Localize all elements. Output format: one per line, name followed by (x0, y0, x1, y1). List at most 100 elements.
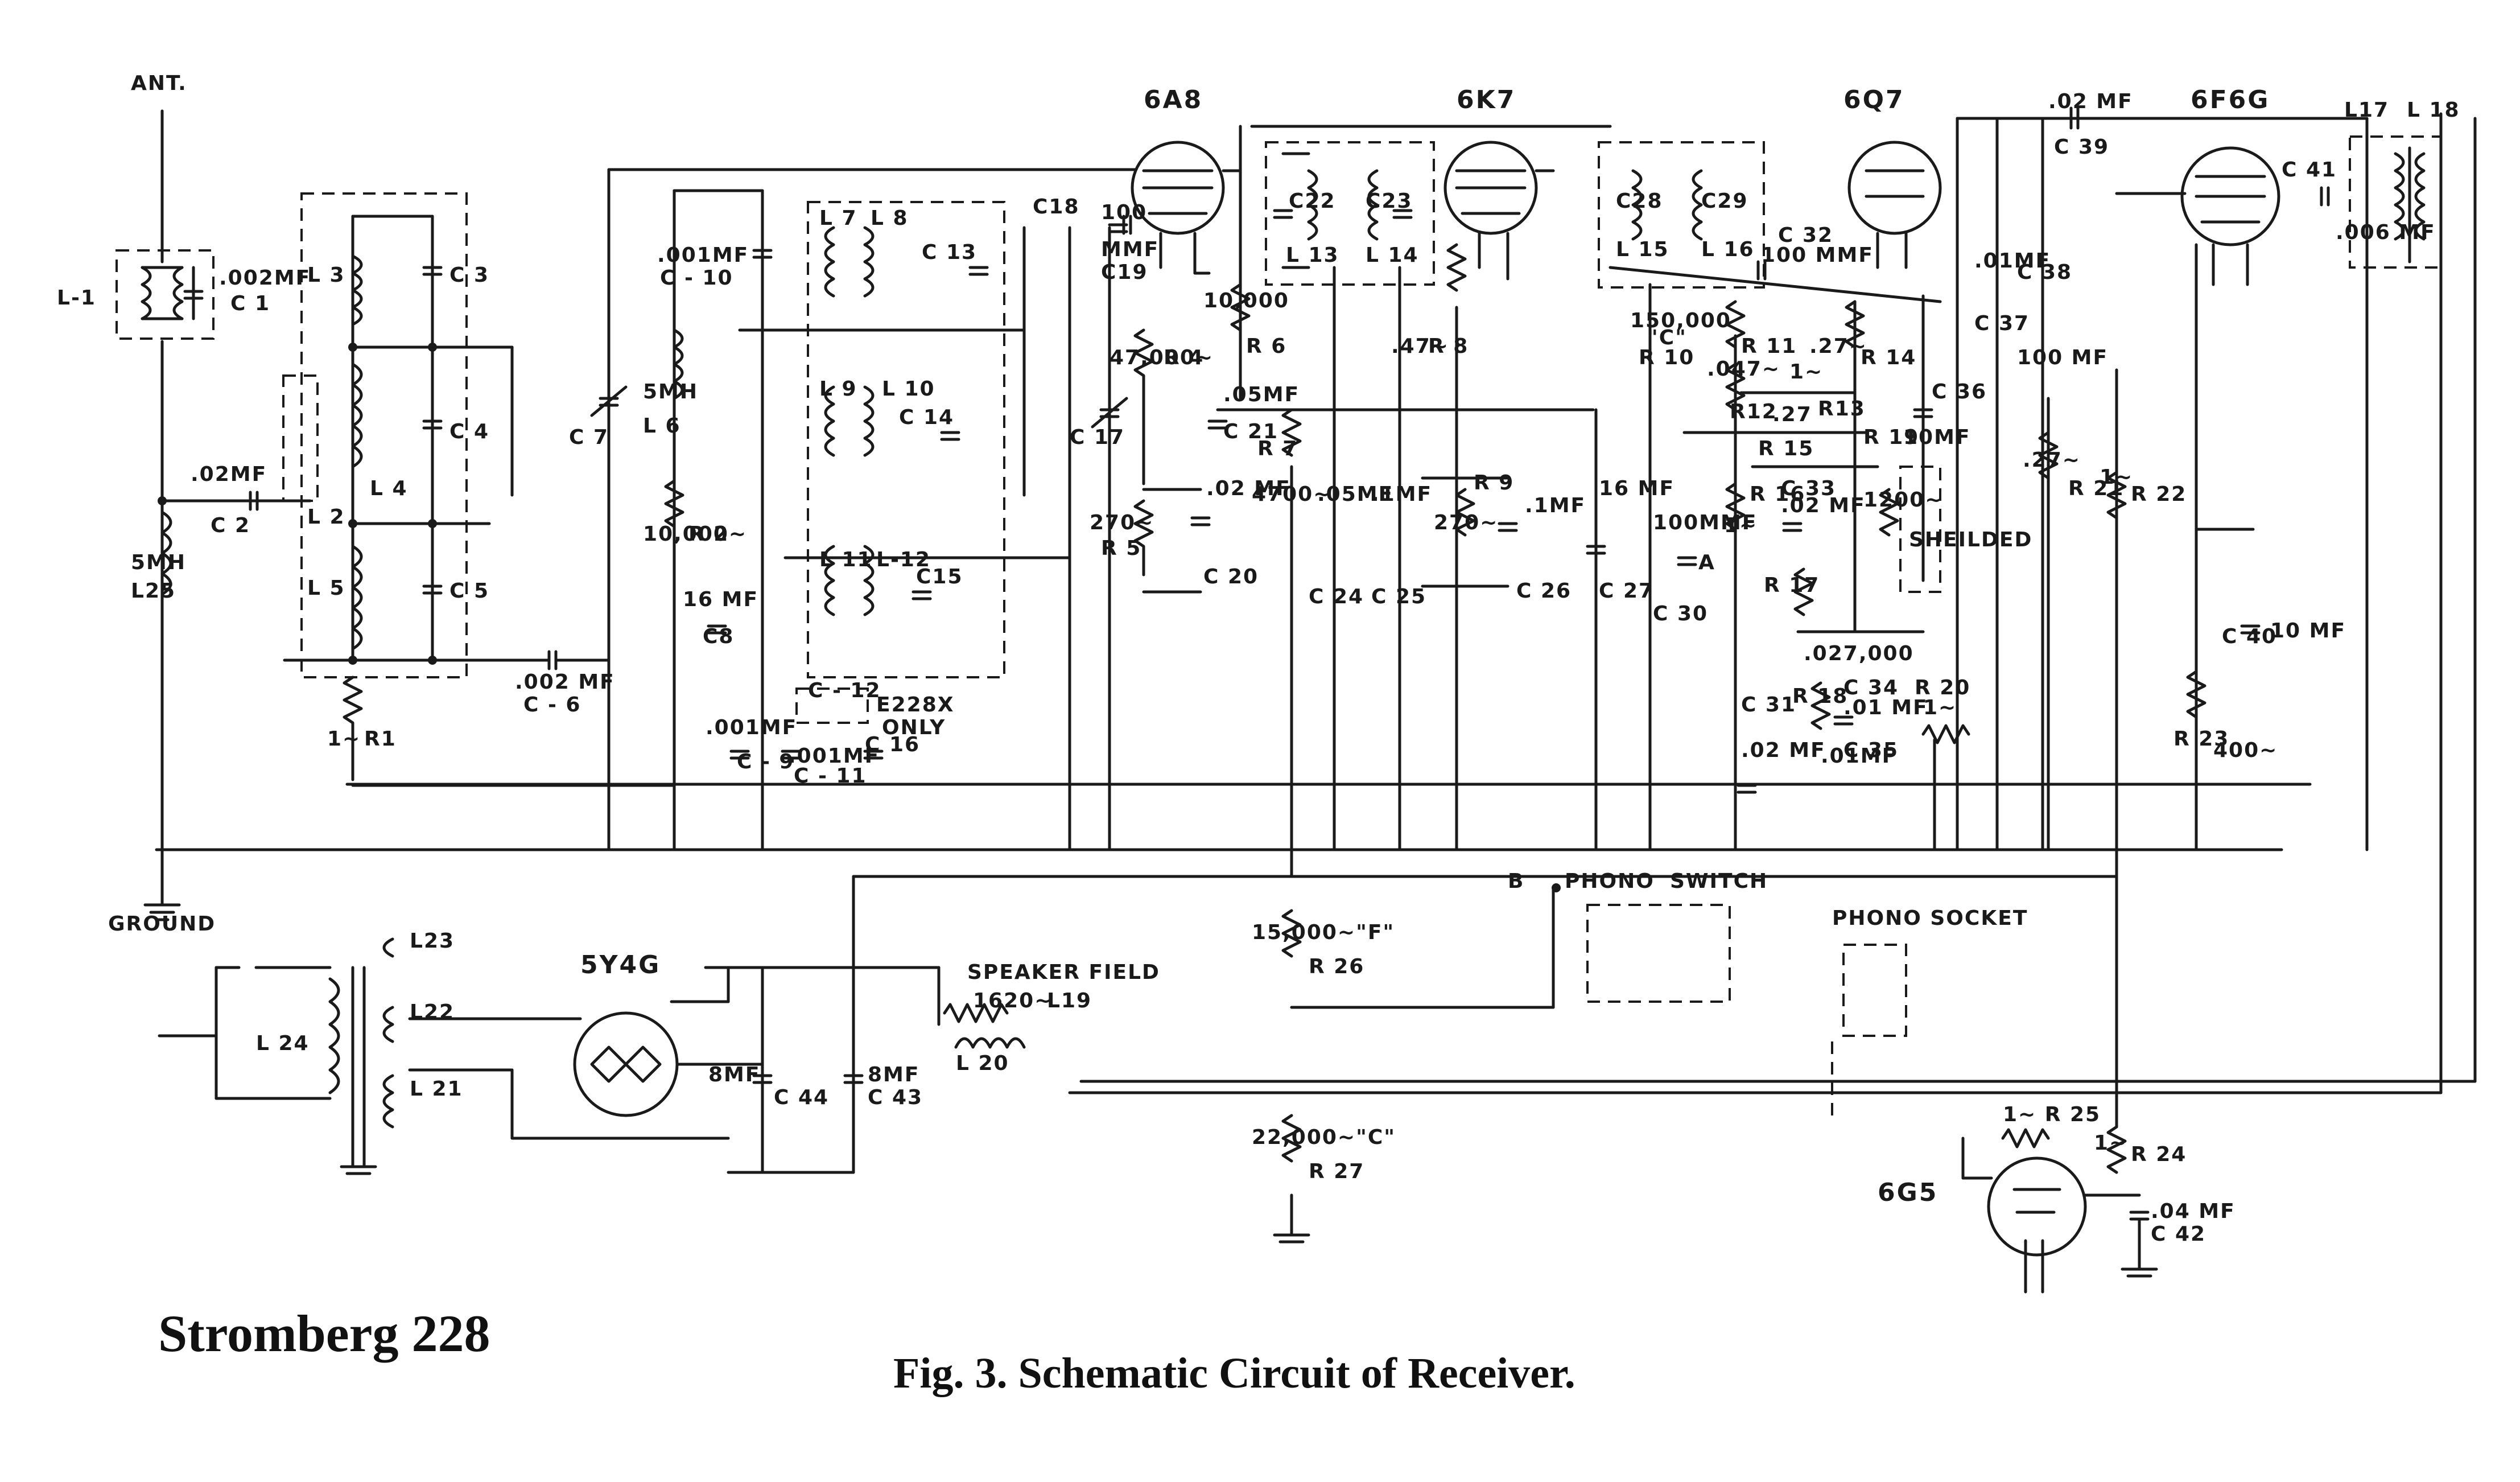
oscillator-section (664, 189, 1128, 851)
label-c6: C - 6 (523, 693, 581, 717)
label-r22-value: 1~ (2100, 466, 2133, 489)
label-c32-value: 100 MMF (1761, 244, 1874, 267)
label-l20: L 20 (956, 1052, 1009, 1075)
label-c37-value: .01MF (1974, 249, 2051, 273)
label-c19: C19 (1101, 261, 1148, 284)
label-c30-value: 100MMF (1653, 511, 1757, 534)
cap-c32 (1756, 260, 1767, 281)
label-r27-value: 22,000~"C" (1252, 1126, 1396, 1149)
cap-c26 (1498, 522, 1518, 532)
tube-6k7 (1421, 141, 1606, 851)
label-l25: L25 (131, 579, 176, 603)
label-c29: C29 (1701, 190, 1748, 213)
label-r10-c: "C" (1647, 326, 1687, 349)
tube-6g5 (1961, 1125, 2158, 1294)
label-c17: C 17 (1070, 426, 1125, 449)
label-r9-value: 270~ (1434, 511, 1498, 534)
label-r11: R 11 (1741, 335, 1797, 358)
label-speaker-field: SPEAKER FIELD (967, 961, 1160, 984)
label-c28: C28 (1616, 190, 1663, 213)
label-c42-value: .04 MF (2151, 1200, 2236, 1223)
label-r9: R 9 (1474, 471, 1514, 495)
label-c13: C 13 (922, 241, 977, 264)
label-c11: C - 11 (794, 764, 867, 788)
label-switch: SWITCH (1670, 870, 1768, 893)
label-l21: L 21 (410, 1077, 463, 1101)
label-c43: C 43 (868, 1086, 923, 1109)
label-c2-value: .02MF (191, 463, 267, 486)
label-c36-value: 10MF (1903, 426, 1971, 449)
cap-c20 (1190, 516, 1211, 526)
label-l4: L 4 (370, 477, 408, 500)
label-r27: R 27 (1309, 1160, 1364, 1183)
cap-c14 (940, 431, 960, 441)
cap-c15 (912, 590, 932, 600)
marker-b: B (1508, 870, 1524, 893)
label-r14-value: .27~ (1809, 335, 1867, 358)
label-l23: L23 (410, 929, 455, 953)
figure-caption: Fig. 3. Schematic Circuit of Receiver. (893, 1349, 1575, 1397)
tube-6a8 (1108, 125, 1595, 878)
label-l15: L 15 (1616, 238, 1669, 261)
label-l5: L 5 (307, 577, 345, 600)
cap-c16 (863, 750, 884, 760)
output-coupling (1956, 106, 2127, 1129)
label-l18: L 18 (2407, 98, 2460, 122)
label-ground: GROUND (108, 912, 216, 936)
label-c32: C 32 (1778, 224, 1833, 247)
cap-c44 (752, 1074, 773, 1084)
label-l3: L 3 (307, 264, 345, 287)
tube-label-5y4g: 5Y4G (580, 950, 661, 979)
label-e228x: E228X (876, 693, 955, 717)
label-r6: R 6 (1246, 335, 1286, 358)
coil-l1 (116, 249, 215, 340)
label-r8: R 8 (1428, 335, 1469, 358)
label-c26: C 26 (1516, 579, 1572, 603)
label-l19: L19 (1047, 989, 1092, 1012)
label-r7-value: 4700~ (1252, 483, 1331, 506)
label-c27: C 27 (1599, 579, 1654, 603)
label-r11-value: .047~ (1707, 357, 1780, 381)
label-c21-value: .05MF (1223, 383, 1300, 406)
label-c43-value: 8MF (868, 1063, 919, 1086)
label-r24-value: 1~ (2094, 1131, 2127, 1155)
cap-c30 (1677, 556, 1697, 566)
cap-c5 (422, 584, 443, 595)
cap-c34 (1833, 715, 1854, 726)
label-r26-value: 15,000~"F" (1252, 921, 1395, 944)
cap-c31 (1737, 784, 1757, 794)
cap-c23 (1392, 209, 1413, 219)
label-r10: R 10 (1639, 346, 1694, 369)
label-c19-unit: MMF (1101, 238, 1159, 261)
label-l14: L 14 (1366, 244, 1419, 267)
variable-cap-c7 (590, 385, 628, 417)
label-r16: R 16 (1750, 483, 1805, 506)
label-c35-value: .01MF (1821, 744, 1897, 768)
label-r5-value: 270~ (1090, 511, 1154, 534)
label-c31: C 31 (1741, 693, 1796, 717)
label-c4: C 4 (449, 420, 489, 443)
label-c12: C - 12 (808, 679, 881, 702)
label-l11: L 11 (819, 548, 873, 571)
label-l6-value: 5MH (643, 380, 698, 404)
cap-c43 (843, 1074, 864, 1084)
label-r16-value: 1~ (1724, 514, 1758, 537)
label-l25-value: 5MH (131, 551, 186, 574)
label-c15: C15 (916, 565, 963, 588)
label-r13: R13 (1818, 397, 1866, 421)
label-c1-value: .002MF (219, 266, 311, 290)
label-c31-value: .02 MF (1741, 739, 1826, 762)
label-r18-value: .027,000 (1804, 642, 1914, 665)
cap-c4 (422, 419, 443, 430)
cap-c33 (1782, 522, 1803, 532)
label-c11-value: .001MF (788, 744, 880, 768)
cap-c41 (2320, 186, 2330, 207)
label-r15: R 15 (1758, 437, 1814, 460)
cap-c8 (707, 624, 727, 635)
label-r5: R 5 (1101, 537, 1141, 560)
label-l24: L 24 (256, 1032, 310, 1055)
label-c44-value: 8MF (708, 1063, 760, 1086)
label-c21: C 21 (1223, 420, 1278, 443)
label-c9: C - 9 (737, 750, 794, 773)
